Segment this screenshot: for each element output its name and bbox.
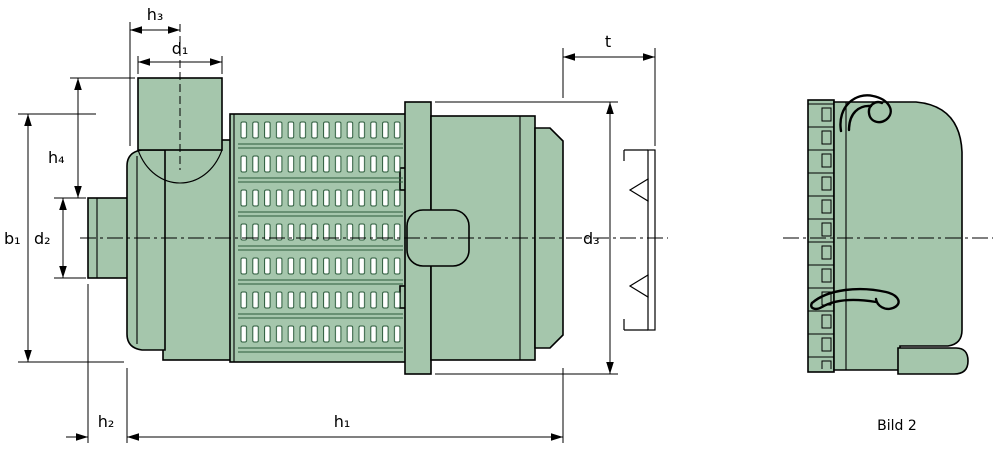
dim-label-b1: b₁: [4, 229, 21, 248]
dim-label-h1: h₁: [334, 412, 351, 431]
dimension-labels: h₃ d₁ t h₄ b₁ d₂ d₃ h₂ h₁ Bild 2: [4, 5, 917, 434]
clip-arrow-bottom: [628, 273, 649, 299]
wire-clip-top: [839, 94, 892, 133]
end-view: [807, 94, 969, 375]
dim-label-d1: d₁: [172, 39, 189, 58]
wire-clip-bottom: [810, 287, 900, 311]
end-view-housing: [833, 101, 963, 371]
dim-label-d2: d₂: [34, 229, 51, 248]
band-cross-section: [623, 149, 656, 331]
centerlines: [80, 24, 993, 239]
dimension-lines: [18, 22, 656, 443]
clip-arrow-top: [628, 177, 649, 203]
dim-label-h4: h₄: [48, 148, 65, 167]
band-teeth-pattern: [808, 103, 834, 369]
left-end-cap: [126, 149, 166, 351]
figure-caption: Bild 2: [877, 418, 917, 434]
side-view: [87, 77, 564, 375]
neck-section: [162, 139, 233, 361]
dimension-arrows: [24, 26, 655, 441]
dim-label-h3: h₃: [147, 5, 164, 24]
dim-label-h2: h₂: [98, 412, 115, 431]
cartridge-slot-pattern: [238, 118, 403, 358]
dim-label-t: t: [605, 32, 611, 51]
mounting-foot: [897, 347, 969, 375]
dim-label-d3: d₃: [583, 229, 600, 248]
